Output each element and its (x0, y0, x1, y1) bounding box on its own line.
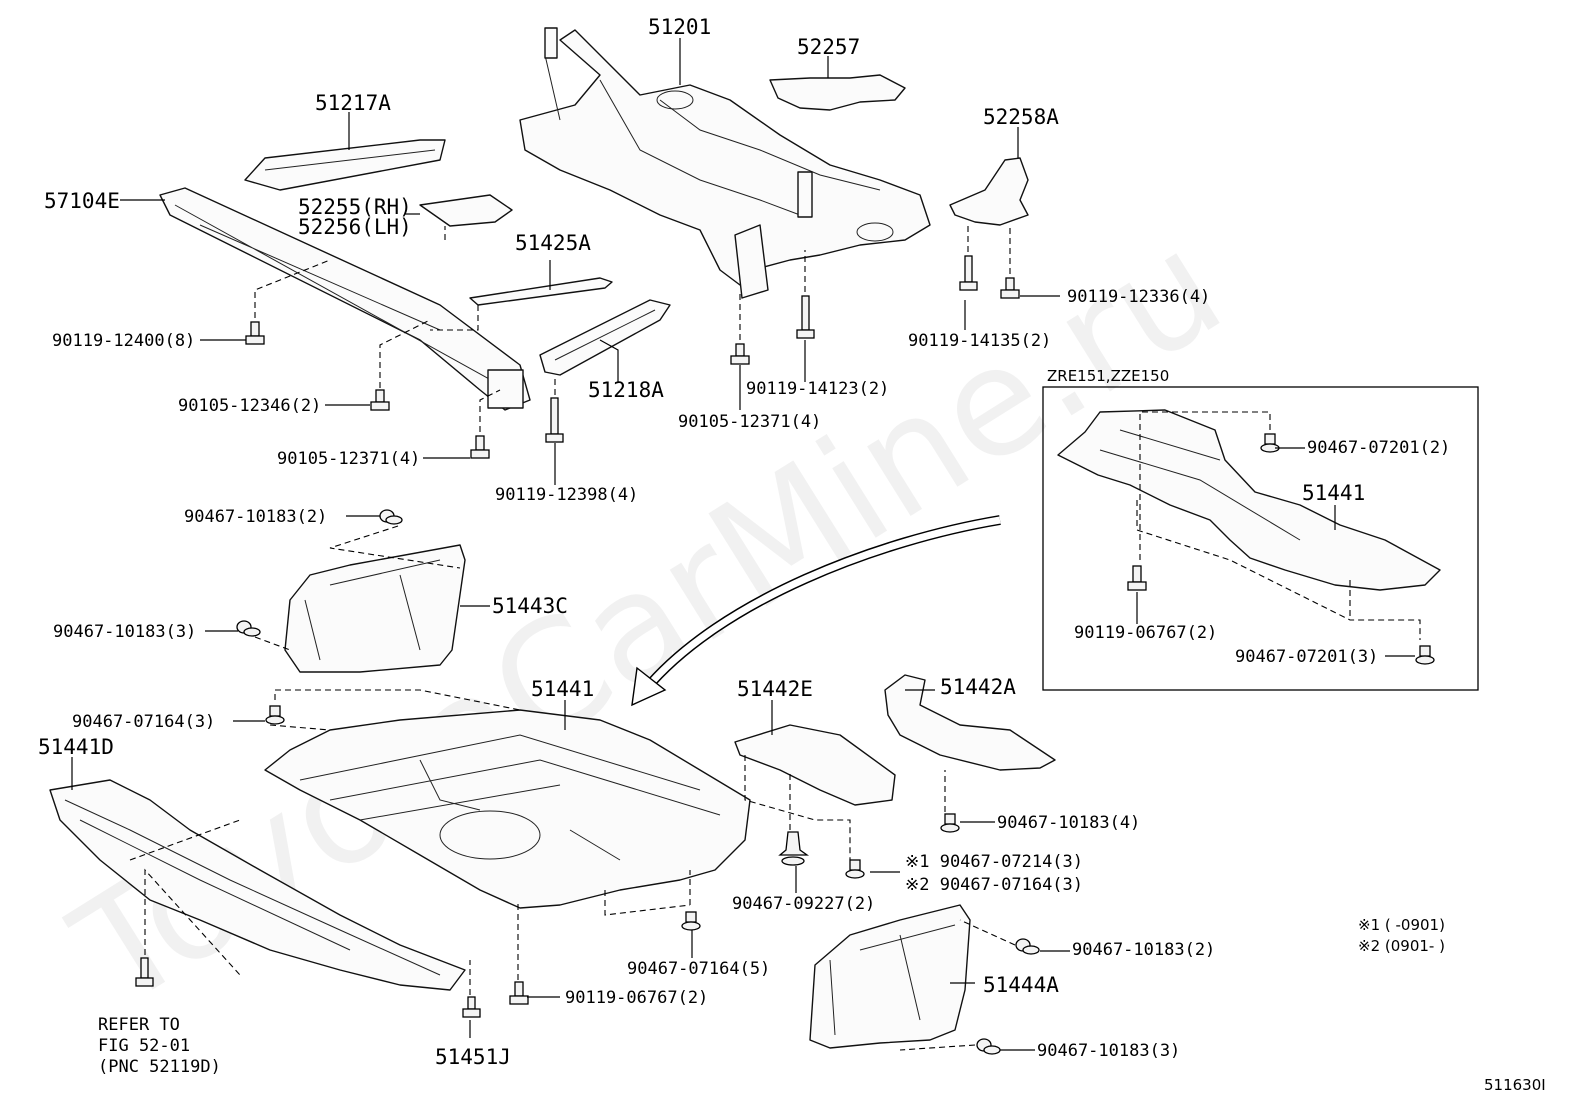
part-label: 90467-10183(3) (1037, 1041, 1180, 1061)
inset-title: ZRE151,ZZE150 (1047, 367, 1169, 385)
crossmember-51201-drawing (519, 27, 931, 299)
undercover-51441-drawing (264, 709, 751, 909)
part-label: 90467-07201(3) (1235, 647, 1378, 667)
bolt-icon (545, 397, 564, 443)
part-label: 90467-07164(3) (72, 712, 215, 732)
part-label: 90119-14123(2) (746, 379, 889, 399)
part-label: 90467-09227(2) (732, 894, 875, 914)
part-label: 90119-12400(8) (52, 331, 195, 351)
part-label: 90119-12336(4) (1067, 287, 1210, 307)
part-labels: 51201 52257 51217A 52258A 57104E 52255(R… (38, 15, 1450, 1069)
part-label: 57104E (44, 189, 120, 213)
bolt-icon (1127, 565, 1147, 591)
cover-51442E-drawing (734, 724, 896, 806)
clip-icon (265, 705, 285, 725)
attachment-lines-inset (1136, 411, 1421, 640)
part-label: 52258A (983, 105, 1059, 129)
brace-51217A-drawing (244, 139, 446, 191)
arrow-head-icon (631, 666, 667, 707)
cover-51444A-drawing (809, 904, 971, 1049)
clip-icon (976, 1038, 1001, 1055)
part-label: 51201 (648, 15, 711, 39)
note-1: ※1 ( -0901) (1358, 916, 1445, 934)
part-label: 90467-07201(2) (1307, 438, 1450, 458)
undercover-51441-inset-drawing (1057, 409, 1441, 591)
part-label: 51441D (38, 735, 114, 759)
clip-icon (1260, 433, 1280, 453)
cover-51443C-drawing (284, 544, 466, 673)
part-label: 90467-10183(3) (53, 622, 196, 642)
refer-note: REFER TO FIG 52-01 (PNC 52119D) (98, 1015, 221, 1077)
clip-icon (940, 813, 960, 833)
clip-icon (778, 831, 810, 866)
bolt-icon (135, 957, 154, 987)
refer-line-3: (PNC 52119D) (98, 1057, 221, 1077)
part-label: 90105-12371(4) (678, 412, 821, 432)
attachment-lines-bottom (129, 525, 1016, 1051)
undercover-51441D-drawing (49, 779, 466, 991)
bolt-icon (796, 295, 815, 339)
part-label: 90467-10183(2) (1072, 940, 1215, 960)
bolt-icon (462, 996, 481, 1018)
refer-line-2: FIG 52-01 (98, 1036, 190, 1056)
clip-icon (681, 911, 701, 931)
bolt-icon (470, 435, 490, 459)
part-label: 51441 (1302, 481, 1365, 505)
clip-icon (845, 859, 865, 879)
note-2: ※2 (0901- ) (1358, 937, 1445, 955)
clip-icon (236, 620, 261, 637)
bracket-52257-drawing (769, 74, 906, 111)
part-label: 90105-12371(4) (277, 449, 420, 469)
part-label: 90119-06767(2) (1074, 623, 1217, 643)
part-label: 52256(LH) (298, 215, 412, 239)
bolt-icon (370, 389, 390, 411)
bolt-icon (509, 981, 529, 1005)
part-label: 52255(RH) (298, 195, 412, 219)
part-label: 51443C (492, 594, 568, 618)
part-label: 51425A (515, 231, 591, 255)
fastener-icons-inset (1127, 433, 1435, 665)
clip-icon (1015, 938, 1040, 955)
part-label: ※1 90467-07214(3) (905, 852, 1083, 872)
part-label: 90119-12398(4) (495, 485, 638, 505)
part-label: 90467-10183(2) (184, 507, 327, 527)
part-label: 90105-12346(2) (178, 396, 321, 416)
clip-icon (379, 509, 403, 525)
bolt-icon (1000, 277, 1020, 299)
part-label: 90119-14135(2) (908, 331, 1051, 351)
part-label: 51441 (531, 677, 594, 701)
bracket-52258A-drawing (949, 157, 1029, 226)
figure-id: 511630I (1484, 1076, 1546, 1094)
cover-51442A-drawing (884, 674, 1056, 771)
fastener-icons-top (245, 255, 1020, 459)
part-label: 51217A (315, 91, 391, 115)
fastener-icons-bottom (135, 509, 1040, 1055)
part-label: 51218A (588, 378, 664, 402)
bolt-icon (730, 343, 750, 365)
brace-51218A-drawing (539, 299, 671, 376)
part-label: 90119-06767(2) (565, 988, 708, 1008)
part-label: 90467-10183(4) (997, 813, 1140, 833)
brace-51425A-drawing (469, 277, 613, 306)
part-label: 51451J (435, 1045, 511, 1069)
clip-icon (1415, 645, 1435, 665)
part-label: 51442A (940, 675, 1016, 699)
bolt-icon (245, 321, 265, 345)
part-label: 90467-07164(5) (627, 959, 770, 979)
part-label: ※2 90467-07164(3) (905, 875, 1083, 895)
part-label: 51442E (737, 677, 813, 701)
leader-lines (71, 38, 1415, 1051)
inset-box (1042, 386, 1479, 691)
member-57104E-drawing (159, 187, 531, 411)
part-label: 52257 (797, 35, 860, 59)
attachment-lines-top (254, 222, 1011, 432)
plate-52255-drawing (419, 194, 513, 227)
part-label: 51444A (983, 973, 1059, 997)
refer-line-1: REFER TO (98, 1015, 180, 1035)
bolt-icon (959, 255, 978, 291)
